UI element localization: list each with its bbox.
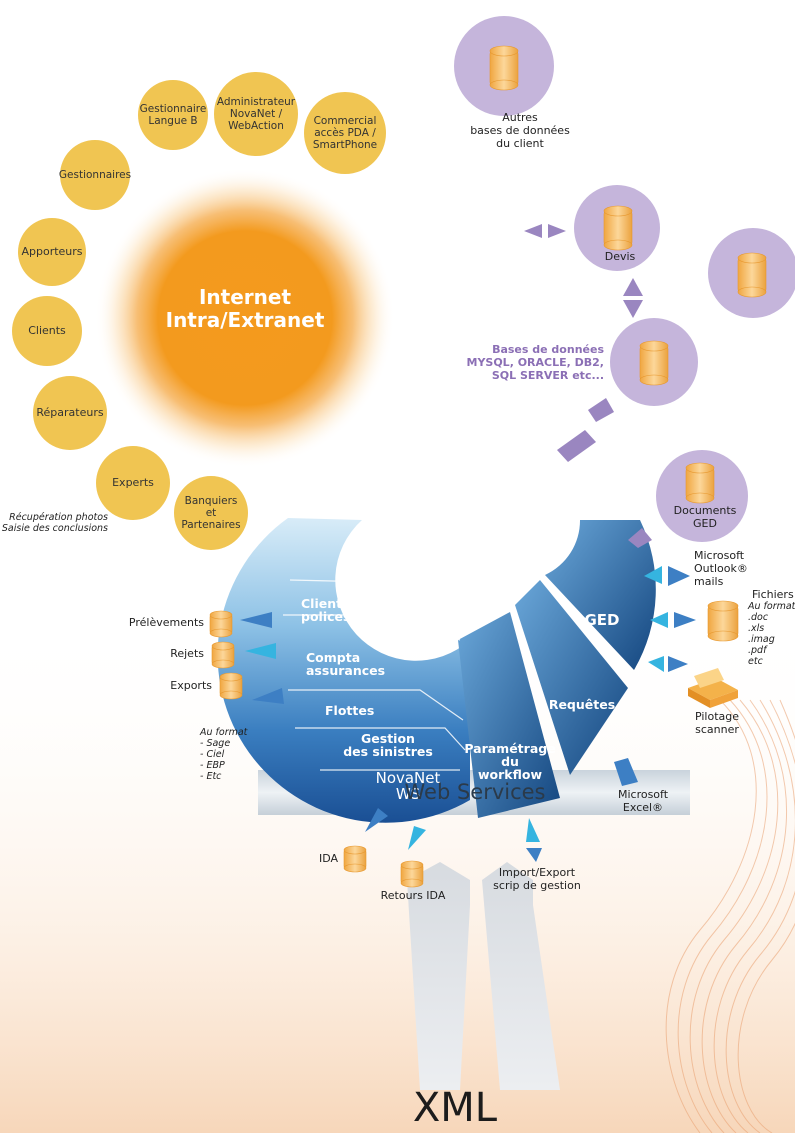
bubble-gestionnaires: Gestionnaires — [59, 140, 131, 210]
sun-label-line1: Internet — [198, 285, 292, 309]
bubble-commercial: Commercial accès PDA / SmartPhone — [304, 92, 386, 174]
label-autres-bdd: Autres bases de données du client — [470, 111, 570, 150]
bubble-banquiers: Banquiers et Partenaires — [174, 476, 248, 550]
label-excel: Microsoft Excel® — [617, 788, 669, 814]
bubble-administrateur: Administrateur NovaNet / WebAction — [214, 72, 298, 156]
segment-gestion-sinistres: Gestion des sinistres — [343, 731, 433, 759]
ring-ged — [545, 520, 656, 670]
bubble-gestionnaire-langue-b: Gestionnaire Langue B — [138, 80, 208, 150]
label-fichiers-format: Au format .doc .xls .imag .pdf etc — [748, 601, 795, 667]
label-pilotage: Pilotage scanner — [694, 710, 740, 736]
bubble-experts: Experts — [96, 446, 170, 520]
label-prelevements: Prélèvements — [128, 616, 204, 629]
label-retours-ida: Retours IDA — [380, 889, 446, 902]
label-bdd-title: Bases de données MYSQL, ORACLE, DB2, SQL… — [466, 343, 605, 382]
bubble-clients: Clients — [12, 296, 82, 366]
label-devis: Devis — [604, 250, 636, 263]
web-services-down-arrow — [407, 862, 470, 1090]
label-exports-format: Au format - Sage - Ciel - EBP - Etc — [200, 727, 248, 782]
ring-parametrage — [458, 612, 560, 818]
segment-compta-assurances: Compta assurances — [306, 650, 386, 678]
label-documents-ged: Documents GED — [673, 504, 737, 530]
left-arrows — [240, 612, 284, 704]
segment-requetes: Requêtes — [548, 697, 616, 712]
label-rejets: Rejets — [170, 647, 204, 660]
segment-novanet-ws: NovaNet WS — [375, 769, 441, 803]
label-outlook: Microsoft Outlook® mails — [694, 549, 748, 588]
bottom-arrows — [365, 808, 542, 862]
label-exports: Exports — [170, 679, 212, 692]
decorative-swirl — [665, 699, 795, 1133]
purple-arrows — [524, 224, 652, 548]
internet-sun — [95, 168, 395, 468]
label-import-export: Import/Export scrip de gestion — [493, 866, 581, 892]
ring-left — [217, 518, 470, 823]
label-ida: IDA — [318, 852, 338, 865]
label-fichiers: Fichiers — [752, 588, 794, 601]
web-services-up-arrow — [482, 862, 560, 1090]
segment-parametrage: Paramétrage du workflow — [464, 741, 556, 782]
web-services-label: Web Services — [404, 780, 546, 804]
xml-label: XML — [412, 1085, 498, 1131]
bubble-reparateurs: Réparateurs — [33, 376, 107, 450]
ring-requetes — [515, 580, 628, 775]
experts-note: Récupération photos Saisie des conclusio… — [1, 512, 108, 534]
right-arrows — [614, 566, 696, 786]
bubble-apporteurs: Apporteurs — [18, 218, 86, 286]
segment-ged: GED — [584, 611, 620, 629]
sun-label-line2: Intra/Extranet — [165, 308, 325, 332]
segment-clients-polices: Clients polices — [301, 596, 351, 624]
segment-flottes: Flottes — [325, 703, 375, 718]
ring-group — [217, 518, 656, 823]
scanner-icon — [688, 668, 738, 708]
db-cylinders — [209, 45, 767, 888]
